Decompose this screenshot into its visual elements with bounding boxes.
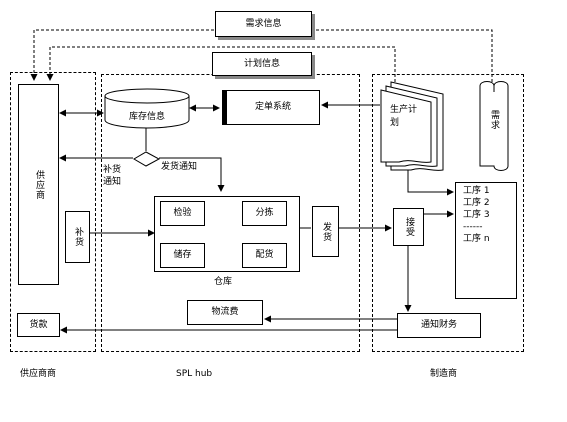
process-item: 工序 1 [463,186,490,196]
ship-box: 发货 [312,206,339,257]
inspect-box: 检验 [160,201,205,226]
notify-finance-box: 通知财务 [397,313,481,338]
decision-diamond [133,151,160,167]
sort-box: 分拣 [242,201,287,226]
payment-box: 货款 [17,313,60,337]
ship-notice-label: 发货通知 [161,162,198,172]
allocate-box: 配货 [242,243,287,268]
inventory-db-label: 库存信息 [129,112,166,122]
allocate-label: 配货 [255,250,274,260]
ship-label: 发货 [321,221,331,242]
demand-scroll [479,81,509,171]
supplier-box: 供应商 [18,84,59,285]
demand-label: 需求 [489,110,499,130]
order-system-box: 定单系统 [222,90,320,125]
logistics-fee-box: 物流费 [187,300,263,325]
notify-finance-label: 通知财务 [420,320,457,330]
receive-box: 接受 [393,208,424,246]
warehouse-label: 仓库 [214,277,233,287]
process-item: ------ [463,222,483,232]
inspect-label: 检验 [173,208,192,218]
receive-label: 接受 [404,217,414,237]
process-item: 工序 n [463,234,490,244]
logistics-fee-label: 物流费 [211,307,239,317]
process-item: 工序 2 [463,198,490,208]
replenish-label: 补货 [73,227,83,247]
manufacturer-zone [372,74,524,352]
production-plan-docs [380,81,444,171]
store-label: 储存 [173,250,192,260]
plan-info-label: 计划信息 [243,58,280,69]
process-list: 工序 1 工序 2 工序 3 ------ 工序 n [455,182,517,299]
supplier-zone [10,72,96,352]
order-system-label: 定单系统 [254,102,291,112]
plan-info-box: 计划信息 [212,52,312,76]
production-plan-label: 生产计划 [390,105,418,128]
manufacturer-zone-label: 制造商 [430,369,458,379]
payment-label: 货款 [29,319,48,330]
replenish-notice-label: 补货 通知 [103,165,122,187]
demand-info-box: 需求信息 [215,11,312,37]
store-box: 储存 [160,243,205,268]
sort-label: 分拣 [255,208,274,218]
supplier-zone-label: 供应商商 [20,369,57,379]
hub-zone-label: SPL hub [176,369,213,379]
supplier-label: 供应商 [34,169,44,200]
replenish-box: 补货 [65,211,90,263]
inventory-db [104,88,190,129]
process-item: 工序 3 [463,210,490,220]
demand-info-label: 需求信息 [245,18,282,29]
